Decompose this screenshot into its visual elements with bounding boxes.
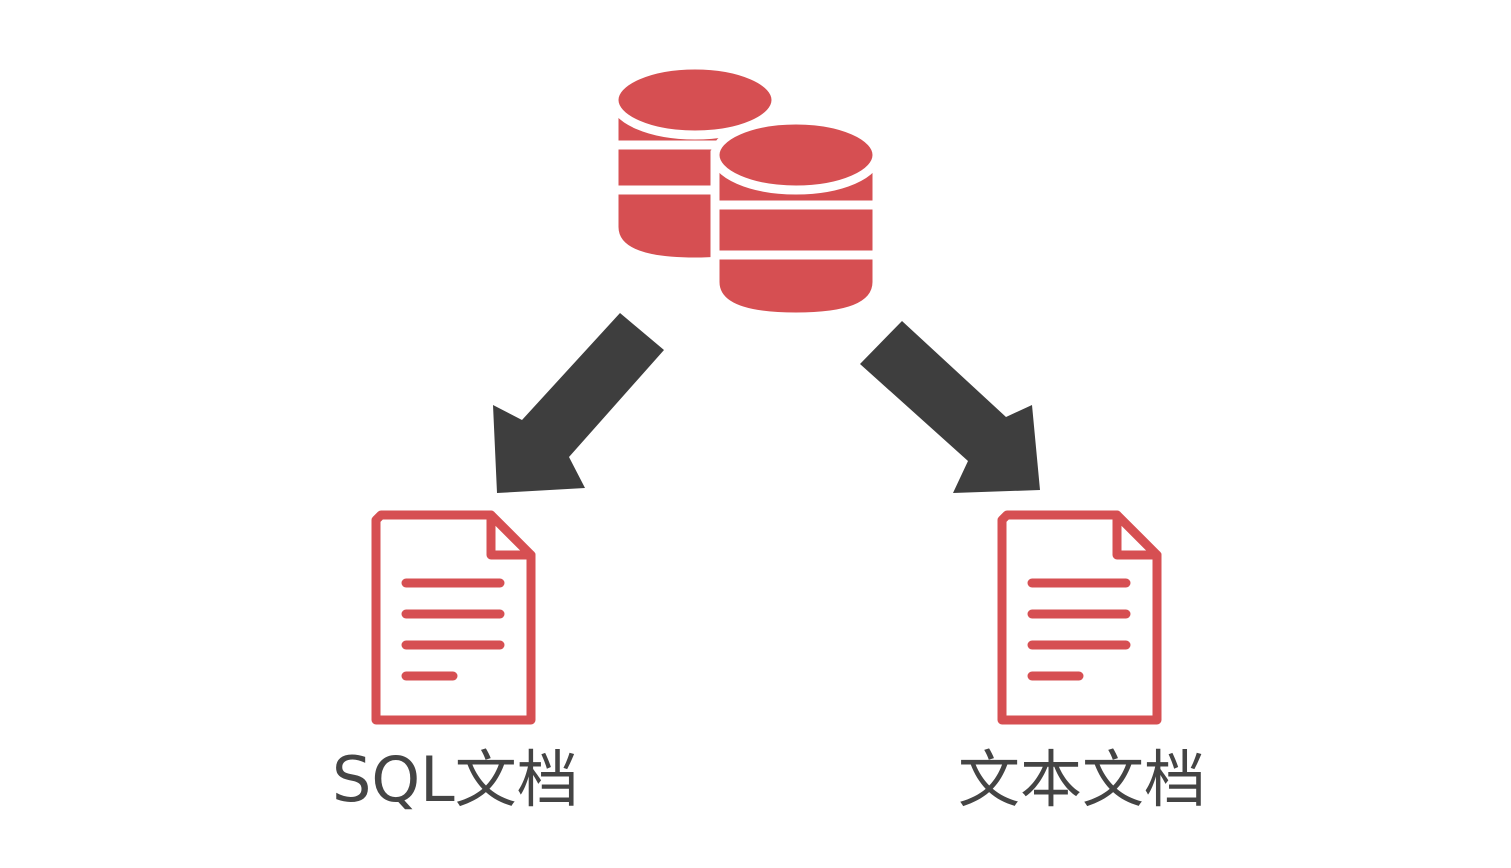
sql-doc-label: SQL文档: [332, 743, 579, 816]
database-cylinder-front: [710, 115, 882, 322]
text-doc-label: 文本文档: [958, 743, 1207, 816]
document-icon: [997, 510, 1162, 725]
arrow-down-right-icon: [860, 321, 1040, 493]
arrow-down-left-icon: [493, 313, 664, 493]
document-icon: [371, 510, 536, 725]
database-icon: [609, 60, 882, 322]
